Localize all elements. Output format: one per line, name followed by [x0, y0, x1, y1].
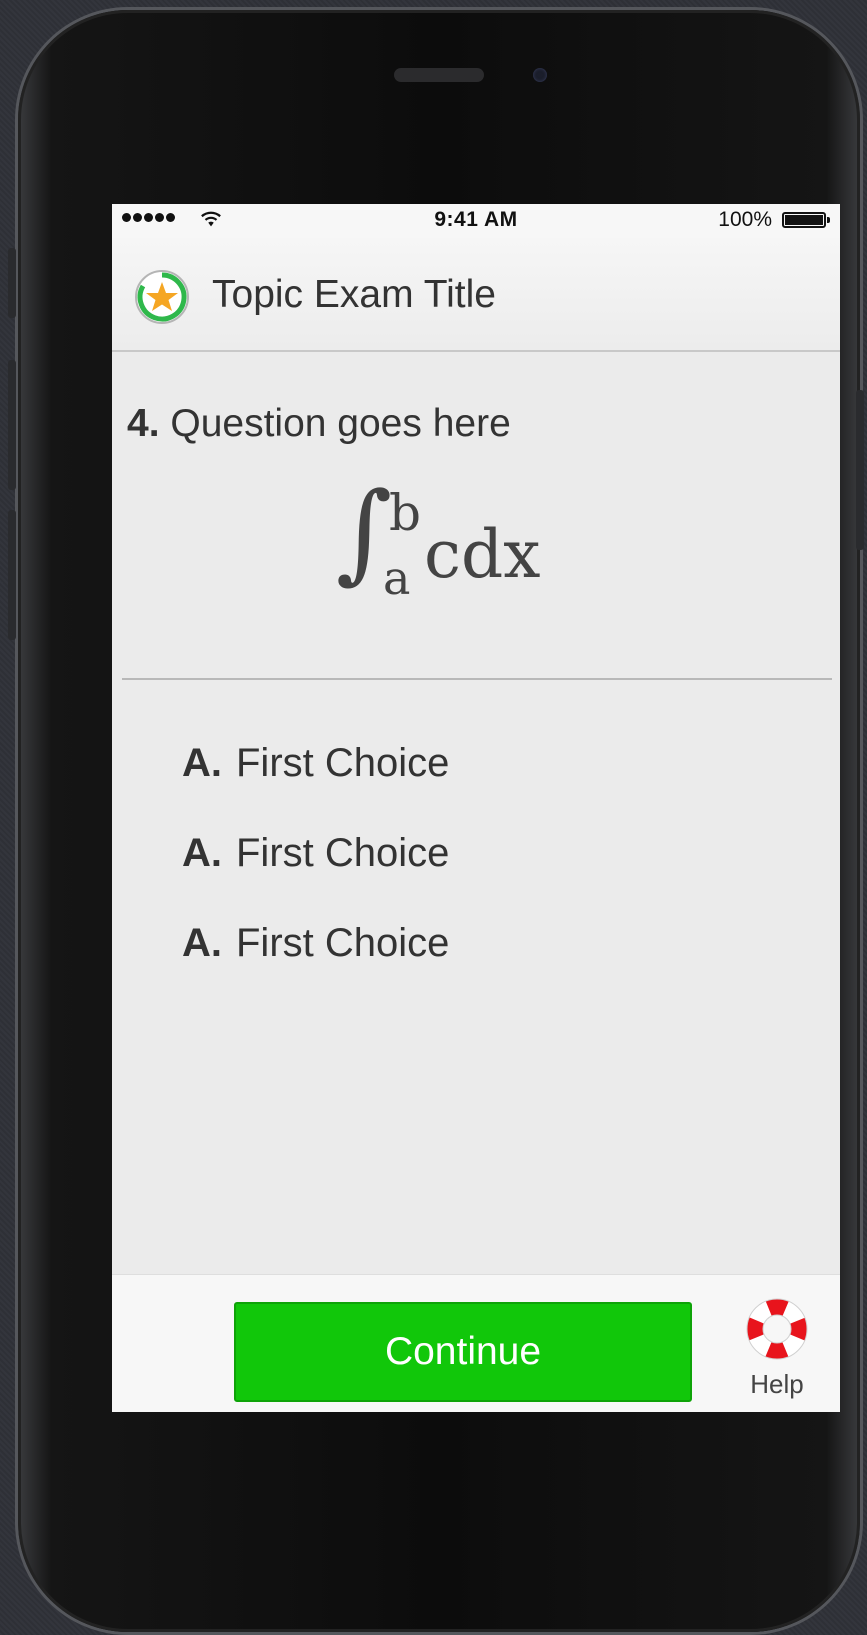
integral-lower-limit: a [383, 551, 411, 605]
status-bar: 9:41 AM 100% [112, 204, 840, 238]
answer-choices: A. First Choice A. First Choice A. First… [182, 718, 449, 988]
choice-letter: A. [182, 740, 222, 785]
question-divider [122, 678, 832, 680]
exam-title: Topic Exam Title [212, 273, 496, 316]
phone-frame: 9:41 AM 100% Topic Exam Title 4. Questio… [8, 10, 864, 1632]
answer-choice[interactable]: A. First Choice [182, 898, 449, 988]
lifebuoy-icon [746, 1298, 808, 1360]
choice-letter: A. [182, 830, 222, 875]
star-badge-icon [135, 270, 189, 324]
status-time: 9:41 AM [434, 208, 518, 231]
exam-header: Topic Exam Title [112, 238, 840, 352]
integral-symbol: ∫ [336, 470, 393, 595]
volume-up-button [8, 360, 16, 490]
question-text: Question goes here [170, 402, 511, 445]
battery-percentage: 100% [718, 208, 772, 231]
power-button [856, 390, 864, 550]
signal-strength-icon [122, 213, 175, 222]
app-screen: 9:41 AM 100% Topic Exam Title 4. Questio… [112, 204, 840, 1412]
choice-text: First Choice [236, 920, 450, 965]
answer-choice[interactable]: A. First Choice [182, 808, 449, 898]
choice-letter: A. [182, 920, 222, 965]
integral-formula: ∫ b a cdx [336, 479, 636, 619]
answer-choice[interactable]: A. First Choice [182, 718, 449, 808]
choice-text: First Choice [236, 740, 450, 785]
mute-switch [8, 248, 16, 318]
question-number: 4. [127, 402, 160, 445]
battery-icon [782, 212, 830, 228]
wifi-icon [201, 211, 221, 227]
bottom-toolbar: Continue Help [112, 1274, 840, 1412]
earpiece-speaker [394, 68, 484, 82]
continue-button[interactable]: Continue [234, 1302, 692, 1402]
volume-down-button [8, 510, 16, 640]
integral-upper-limit: b [389, 484, 422, 542]
help-label: Help [750, 1369, 804, 1399]
integrand: cdx [424, 516, 541, 593]
help-button[interactable]: Help [732, 1297, 822, 1399]
question-prompt: 4. Question goes here [127, 402, 511, 446]
choice-text: First Choice [236, 830, 450, 875]
front-camera [533, 68, 547, 82]
